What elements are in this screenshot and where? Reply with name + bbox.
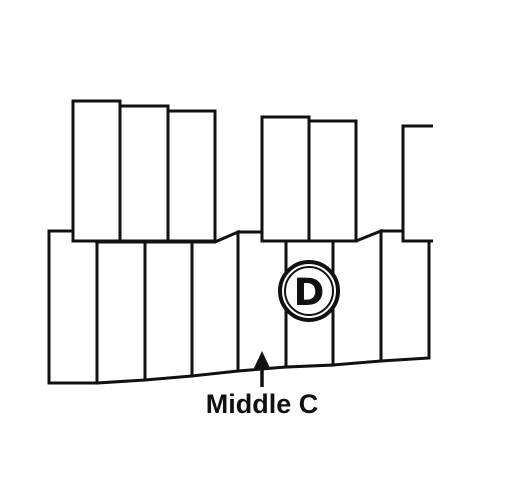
upper-key-5 xyxy=(307,119,358,243)
lower-key-8 xyxy=(379,229,431,363)
upper-key-1 xyxy=(71,99,122,243)
lower-key-4 xyxy=(190,229,240,378)
note-marker-circle xyxy=(278,260,340,322)
upper-key-2 xyxy=(118,104,170,243)
lower-key-5 xyxy=(236,230,288,373)
upper-key-6 xyxy=(401,124,433,243)
up-arrow-head xyxy=(254,351,270,368)
lower-key-1 xyxy=(47,229,99,385)
lower-key-3 xyxy=(143,240,194,382)
upper-key-4 xyxy=(260,115,311,243)
up-arrow-icon xyxy=(254,351,270,387)
middle-c-caption: Middle C xyxy=(206,389,319,419)
lower-key-7 xyxy=(331,228,383,367)
lower-key-2 xyxy=(95,240,147,385)
upper-key-3 xyxy=(166,109,217,243)
note-marker: D xyxy=(278,260,340,322)
lower-key-row xyxy=(47,228,431,385)
note-marker-inner-ring xyxy=(284,266,334,316)
note-marker-letter: D xyxy=(294,271,325,314)
upper-key-row xyxy=(71,99,433,243)
